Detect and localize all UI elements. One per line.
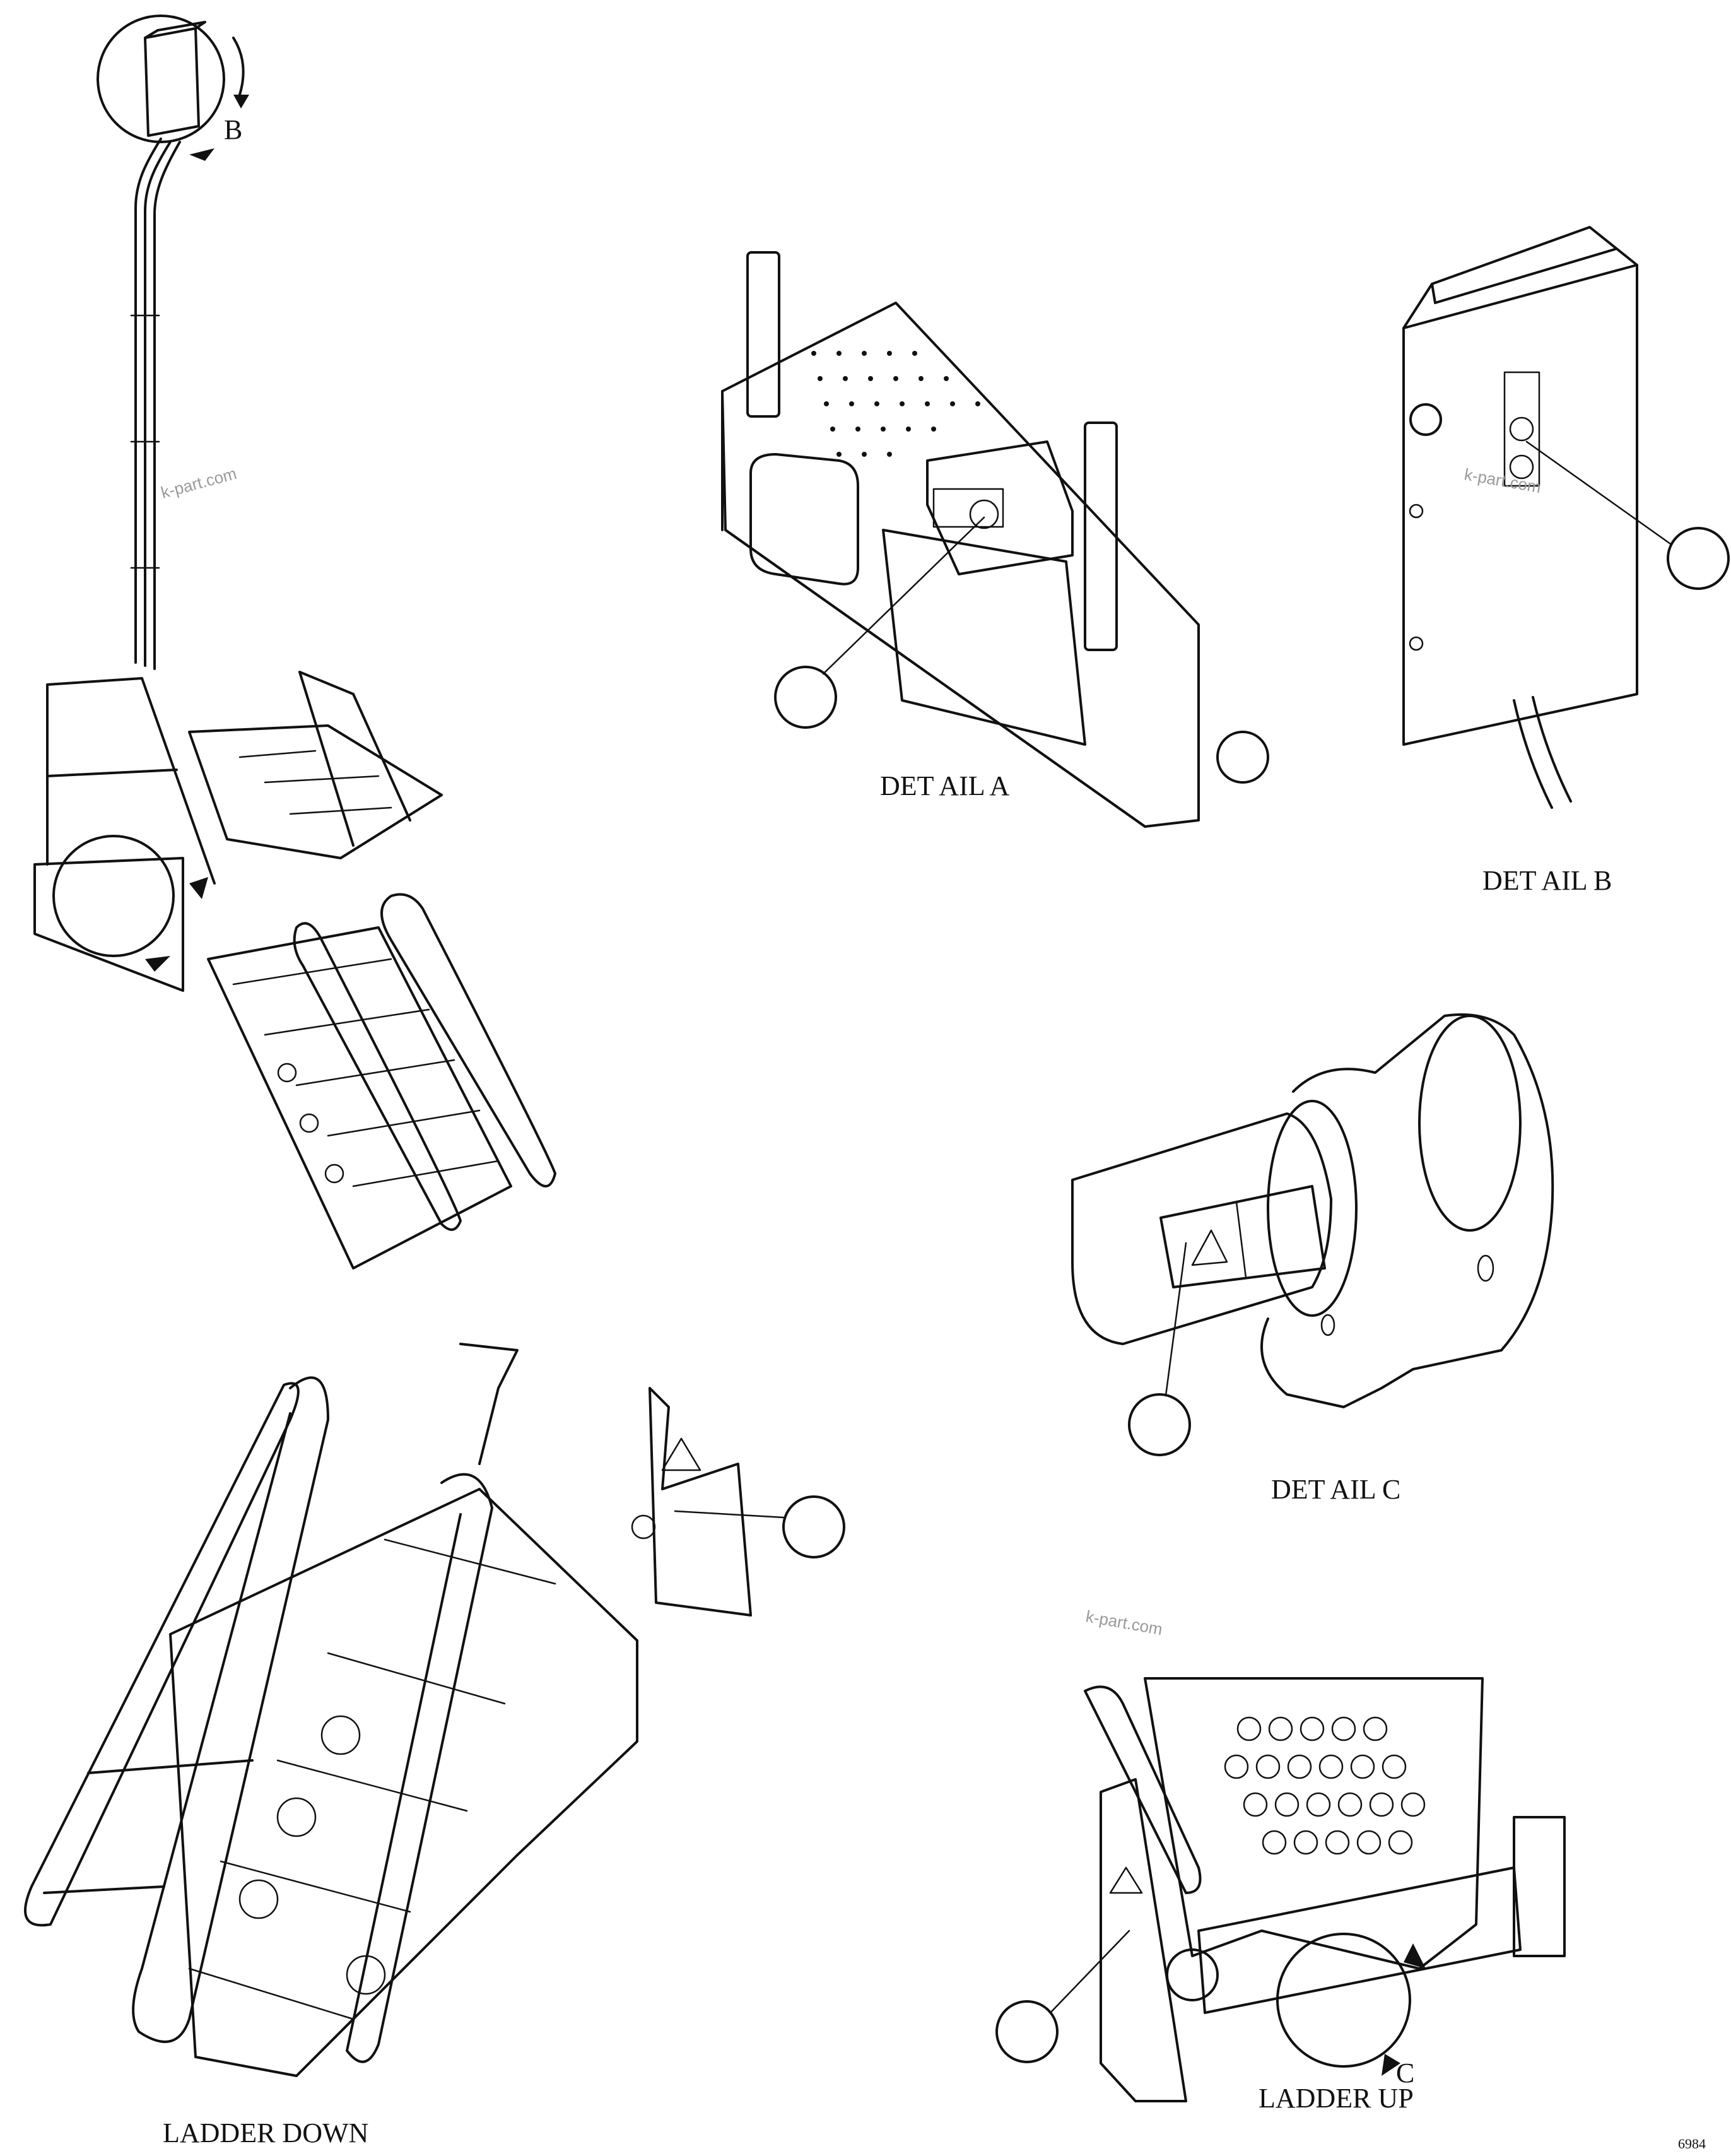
ladder-up-label: LADDER UP xyxy=(1259,2083,1414,2114)
ladder-down-frame xyxy=(169,1488,638,2077)
detail-b-cable xyxy=(1513,699,1553,809)
control-box-small xyxy=(144,21,206,137)
ladder-up-end-plate xyxy=(1513,1816,1566,1957)
ladder-up-view: C LADDER UP xyxy=(995,1677,1566,2114)
ladder-up-perforations xyxy=(1224,1716,1426,1855)
cable-bundle xyxy=(134,138,162,664)
detail-c-shaft xyxy=(1071,1112,1332,1345)
detail-a-switch-plate xyxy=(932,488,1004,528)
detail-c-warning-decal xyxy=(1159,1185,1326,1288)
detail-b-drawing: DET AIL B xyxy=(1402,226,1730,896)
ladder-down-view: LADDER DOWN xyxy=(24,1343,845,2148)
detail-c-hub-front xyxy=(1267,1100,1358,1317)
ladder-down-left-rail xyxy=(132,1376,329,2043)
detail-c-callout-bubble xyxy=(1128,1393,1191,1456)
detail-b-box-front xyxy=(1402,264,1638,746)
callout-b-label: B xyxy=(224,114,242,145)
ladder-up-leader-line xyxy=(1049,1929,1130,2014)
ladder-down-pivot-bracket xyxy=(648,1387,752,1617)
ladder-down-label: LADDER DOWN xyxy=(163,2118,368,2148)
main-ladder-assembly: B xyxy=(33,15,556,1269)
detail-b-label: DET AIL B xyxy=(1482,865,1612,896)
detail-b-zoom-circle xyxy=(97,15,225,143)
platform-deck xyxy=(188,724,443,859)
ladder-down-leader-line xyxy=(674,1510,785,1519)
detail-a-dot-grid xyxy=(811,351,980,457)
detail-a-pin xyxy=(1216,731,1269,784)
figure-number: 6984 xyxy=(1678,2136,1706,2152)
detail-a-switch-box xyxy=(926,440,1074,575)
detail-c-zoom-circle xyxy=(1276,1933,1411,2068)
detail-b-callout-bubble xyxy=(1667,527,1730,590)
detail-a-leader-line xyxy=(822,516,985,675)
detail-a-zoom-circle xyxy=(52,835,175,957)
ladder-down-handrail xyxy=(346,1473,493,2063)
handrail-left xyxy=(46,677,216,885)
pivot-frame xyxy=(33,857,184,992)
handrail-right xyxy=(298,671,411,847)
detail-a-switch-knob xyxy=(969,499,999,529)
detail-a-cutout-right xyxy=(882,529,1086,746)
detail-b-side-knob xyxy=(1409,403,1442,436)
detail-a-post-left xyxy=(746,251,780,418)
ladder-down-callout-bubble xyxy=(782,1495,845,1558)
detail-b-switch-knob xyxy=(1509,416,1534,442)
detail-a-drawing: DET AIL A xyxy=(721,251,1269,828)
detail-a-callout-bubble xyxy=(774,666,837,729)
ladder-up-callout-bubble xyxy=(995,2000,1059,2063)
detail-c-label: DET AIL C xyxy=(1271,1474,1400,1505)
detail-a-label: DET AIL A xyxy=(880,770,1010,801)
detail-a-post-right xyxy=(1084,421,1118,651)
detail-c-leader-line xyxy=(1165,1242,1187,1397)
callout-c-label: C xyxy=(1396,2058,1414,2088)
watermark-1: k-part.com xyxy=(159,464,238,502)
detail-b-switch-plate xyxy=(1503,371,1540,487)
detail-a-cutout-left xyxy=(749,453,859,586)
detail-b-leader-line xyxy=(1525,440,1672,545)
ladder-up-pivot-shaft xyxy=(1197,1866,1522,2014)
rotation-arrow-b xyxy=(232,37,245,96)
ladder-up-step-panel xyxy=(1144,1677,1484,1970)
detail-a-beam xyxy=(721,302,1200,828)
ladder-steps xyxy=(207,926,512,1269)
ladder-down-top-bracket xyxy=(459,1343,519,1465)
ladder-handrail-loop xyxy=(380,893,556,1187)
ladder-up-handrail xyxy=(1084,1685,1202,1894)
detail-b-box-top xyxy=(1402,226,1638,329)
watermark-2: k-part.com xyxy=(1463,464,1542,497)
detail-c-drawing: DET AIL C xyxy=(1071,1013,1554,1505)
detail-c-bracket xyxy=(1260,1013,1554,1408)
ladder-up-side-plate xyxy=(1100,1778,1187,2102)
watermark-3: k-part.com xyxy=(1084,1606,1164,1639)
